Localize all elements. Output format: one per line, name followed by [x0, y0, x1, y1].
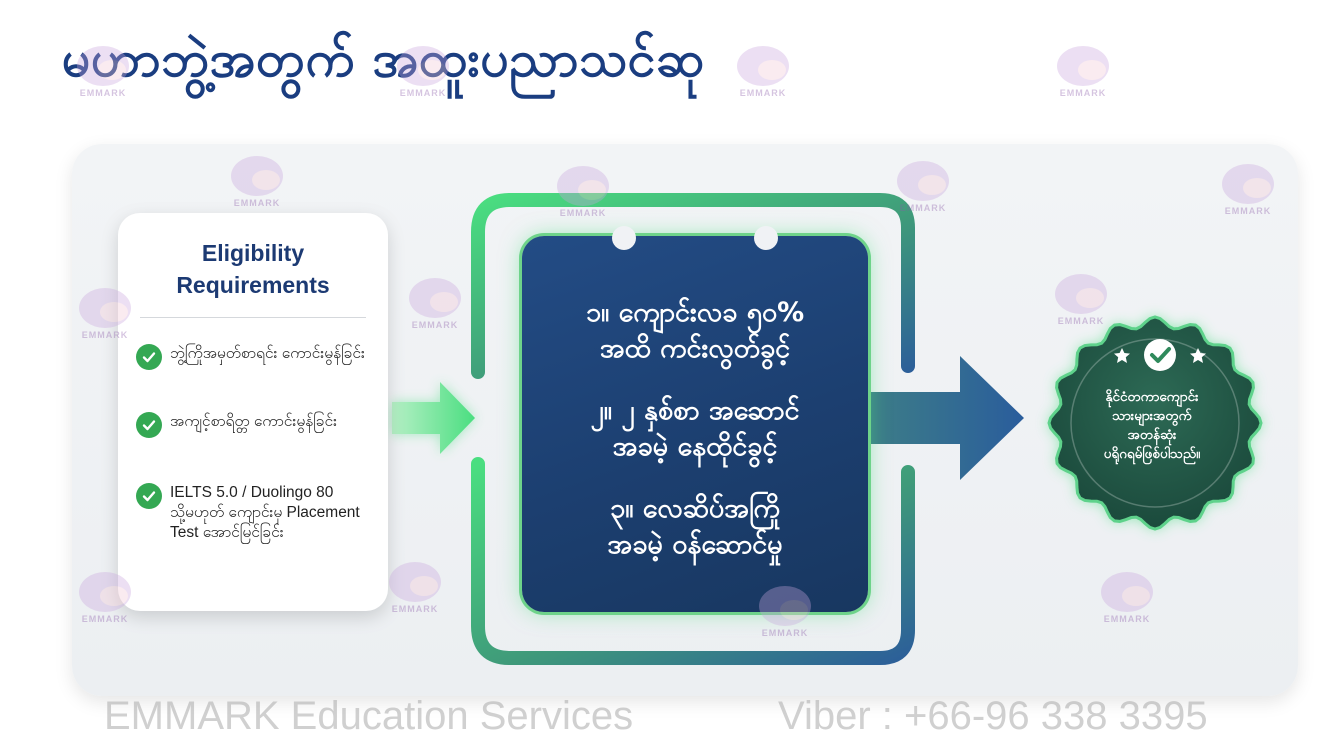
watermark-text: EMMARK: [391, 604, 439, 614]
watermark-logo: EMMARK: [392, 272, 478, 342]
benefit-2-line1: ၂။ ၂ နှစ်စာ အဆောင်: [590, 395, 800, 426]
seal-text-line2: သားများအတွက်: [1112, 408, 1192, 424]
benefit-3-line1: ၃။ လေဆိပ်အကြို: [610, 493, 780, 524]
check-circle-icon: [136, 483, 162, 509]
seal-inner-ring: [1070, 338, 1240, 508]
watermark-logo: EMMARK: [214, 150, 300, 220]
eligibility-card: Eligibility Requirements ဘွဲ့ကြိုအမှတ်စာ…: [118, 213, 388, 611]
watermark-logo: EMMARK: [380, 40, 466, 110]
star-icon: [1114, 348, 1130, 363]
watermark-text: EMMARK: [1103, 614, 1151, 624]
output-arrow: [860, 356, 1024, 480]
eligibility-item-text: IELTS 5.0 / Duolingo 80 သို့မဟုတ် ကျောင်…: [170, 484, 360, 541]
seal-text-line1: နိုင်ငံတကာကျောင်း: [1105, 389, 1199, 405]
eligibility-item-text: အကျင့်စာရိတ္တ ကောင်းမွန်ခြင်း: [170, 413, 338, 430]
award-seal: [1047, 315, 1263, 531]
watermark-logo: EMMARK: [742, 580, 828, 650]
watermark-text: EMMARK: [411, 320, 459, 330]
eligibility-heading-line1: Eligibility: [201, 240, 305, 266]
watermark-text: EMMARK: [1224, 206, 1272, 216]
footer-viber: Viber : +66-96 338 3395: [778, 694, 1208, 738]
watermark-logo: EMMARK: [1084, 566, 1170, 636]
watermark-text: EMMARK: [79, 88, 127, 98]
watermark-text: EMMARK: [1057, 316, 1105, 326]
watermark-logo: EMMARK: [372, 556, 458, 626]
seal-icons: [1114, 339, 1206, 371]
star-icon: [1190, 348, 1206, 363]
eligibility-item-text: ဘွဲ့ကြိုအမှတ်စာရင်း ကောင်းမွန်ခြင်း: [170, 345, 365, 362]
benefit-1-line1: ၁။ ကျောင်းလခ ၅၀%: [585, 297, 805, 328]
watermark-text: EMMARK: [233, 198, 281, 208]
seal-body: [1047, 315, 1263, 531]
benefit-ring: [471, 193, 915, 665]
watermark-text: EMMARK: [559, 208, 607, 218]
watermark-text: EMMARK: [761, 628, 809, 638]
watermark-text: EMMARK: [899, 203, 947, 213]
watermark-logo: EMMARK: [62, 282, 148, 352]
watermark-logo: EMMARK: [540, 160, 626, 230]
watermark-text: EMMARK: [81, 614, 129, 624]
footer-company: EMMARK Education Services: [104, 694, 634, 738]
verified-badge-icon: [1144, 339, 1176, 371]
watermark-text: EMMARK: [399, 88, 447, 98]
watermark-text: EMMARK: [81, 330, 129, 340]
benefit-1-line2: အထိ ကင်းလွတ်ခွင့်: [599, 333, 791, 364]
watermark-logo: EMMARK: [880, 155, 966, 225]
page-title: မဟာဘွဲ့အတွက် အထူးပညာသင်ဆု: [62, 30, 705, 88]
eligibility-heading-line2: Requirements: [176, 272, 330, 298]
watermark-logo: EMMARK: [1040, 40, 1126, 110]
watermark-logo: EMMARK: [62, 566, 148, 636]
watermark-logo: EMMARK: [720, 40, 806, 110]
eligibility-divider: [140, 317, 366, 318]
seal-text-line4: ပရိုဂရမ်ဖြစ်ပါသည်။: [1103, 446, 1201, 462]
check-circle-icon: [136, 344, 162, 370]
watermark-logo: EMMARK: [1205, 158, 1291, 228]
watermark-logo: EMMARK: [1038, 268, 1124, 338]
card-notch: [754, 226, 778, 250]
eligibility-heading: Eligibility Requirements: [118, 237, 388, 301]
check-circle-icon: [136, 412, 162, 438]
watermark-logo: EMMARK: [60, 40, 146, 110]
watermark-text: EMMARK: [739, 88, 787, 98]
benefits-card: ၁။ ကျောင်းလခ ၅၀% အထိ ကင်းလွတ်ခွင့် ၂။ ၂ …: [522, 226, 868, 612]
benefit-3-line2: အခမဲ့ ဝန်ဆောင်မှု: [607, 529, 783, 560]
input-arrow: [392, 382, 475, 454]
seal-text: နိုင်ငံတကာကျောင်း သားများအတွက် အတန်ဆုံး …: [1052, 388, 1252, 464]
card-notch: [612, 226, 636, 250]
benefit-2-line2: အခမဲ့ နေထိုင်ခွင့်: [612, 431, 778, 462]
seal-text-line3: အတန်ဆုံး: [1127, 427, 1177, 443]
watermark-text: EMMARK: [1059, 88, 1107, 98]
